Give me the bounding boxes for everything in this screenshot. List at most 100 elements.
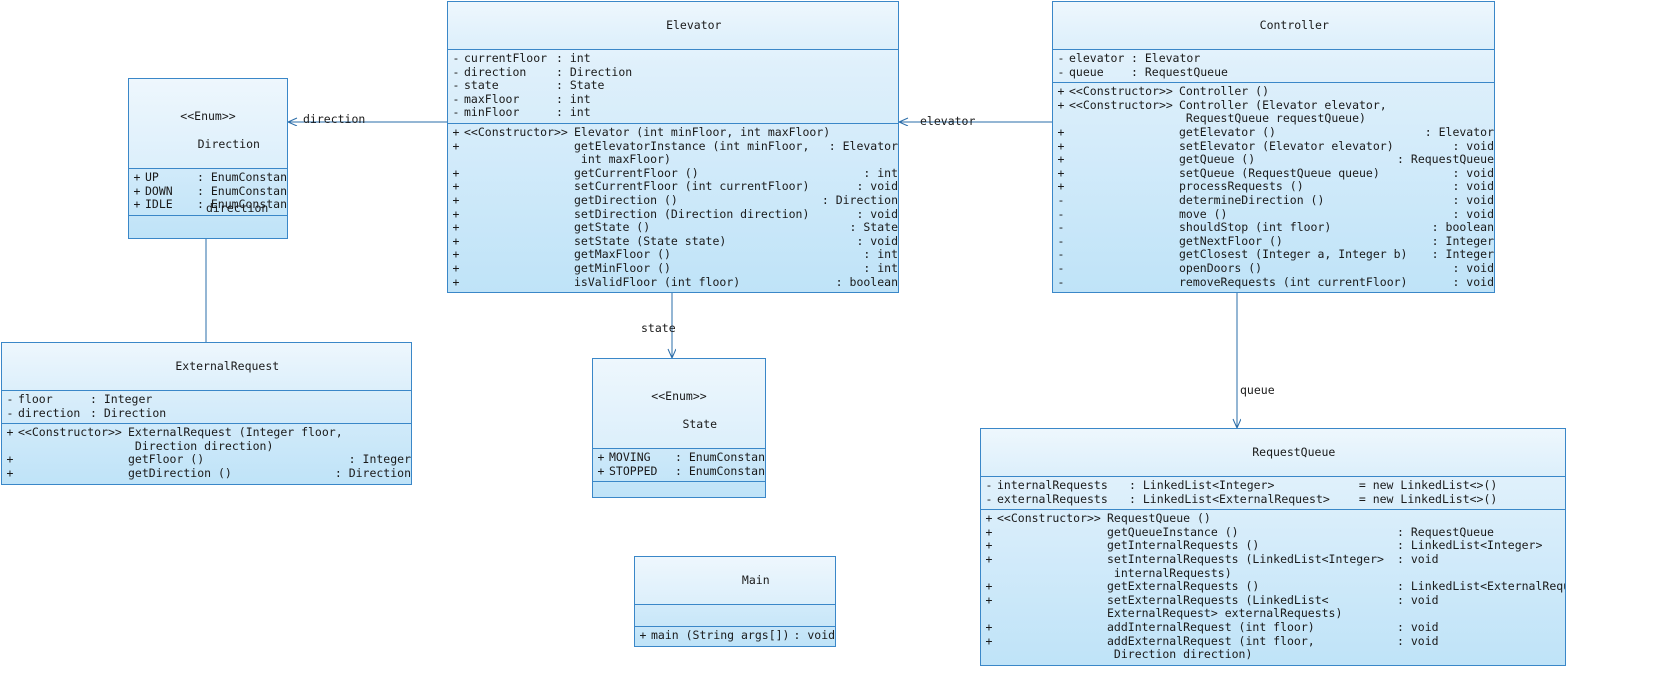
operation-row: + setDirection (Direction direction) : v… [448, 206, 898, 222]
class-title-state: <<Enum>> State [593, 359, 765, 449]
visibility: - [1057, 64, 1065, 79]
visibility: - [1057, 51, 1065, 65]
attribute-type: Direction [569, 64, 633, 79]
attribute-type: RequestQueue [1144, 64, 1228, 79]
visibility: + [985, 633, 993, 648]
operations-state [593, 482, 765, 497]
operation-row: + getCurrentFloor () : int [448, 166, 898, 181]
operation-return: : State [849, 220, 898, 235]
operation-return: : Integer [348, 452, 411, 467]
operation-row: + getDirection () : Direction [2, 466, 411, 481]
operation-row: + getState () : State [448, 220, 898, 235]
operation-signature: setInternalRequests (LinkedList<Integer>… [1107, 551, 1384, 580]
operation-signature: getDirection () [574, 192, 678, 207]
operation-signature: removeRequests (int currentFloor) [1179, 274, 1408, 289]
attribute-type: Integer [103, 392, 153, 406]
operation-return: : void [1452, 138, 1494, 153]
visibility: + [452, 192, 460, 207]
class-title-main: Main [635, 557, 835, 605]
operation-return: : LinkedList<ExternalRequest> [1397, 579, 1565, 594]
operation-signature: setQueue (RequestQueue queue) [1179, 165, 1380, 180]
edge-label-externalrequest-direction: direction [206, 201, 269, 215]
attribute-row: - minFloor : int [448, 106, 898, 120]
class-name-externalrequest: ExternalRequest [175, 359, 280, 373]
visibility: - [985, 478, 993, 492]
visibility: - [452, 105, 460, 120]
attribute-name: floor [18, 392, 53, 406]
visibility: + [452, 138, 460, 153]
class-box-externalrequest[interactable]: ExternalRequest - floor : Integer - dire… [1, 342, 412, 485]
operation-row: + <<Constructor>> Controller () [1053, 85, 1494, 99]
attribute-name: internalRequests [997, 478, 1108, 492]
class-stereotype-direction: <<Enum>> [180, 109, 236, 123]
operation-return: : void [856, 206, 898, 221]
operation-return: : void [1452, 206, 1494, 221]
visibility: + [452, 233, 460, 248]
class-box-direction[interactable]: <<Enum>> Direction + UP : EnumConstant +… [128, 78, 288, 239]
attribute-name: UP [145, 170, 159, 184]
operation-return: : void [1397, 619, 1439, 634]
operation-signature: getQueue () [1179, 152, 1256, 167]
visibility: + [985, 538, 993, 553]
visibility: + [639, 628, 647, 642]
operation-row: - getClosest (Integer a, Integer b) : In… [1053, 248, 1494, 262]
operation-row: + getMaxFloor () : int [448, 248, 898, 262]
attribute-row: - internalRequests : LinkedList<Integer>… [981, 478, 1565, 493]
attribute-type: State [569, 78, 605, 93]
attributes-state: + MOVING : EnumConstant + STOPPED : Enum… [593, 449, 765, 483]
visibility: - [452, 51, 460, 65]
operation-signature: RequestQueue () [1107, 511, 1211, 526]
operation-row: + getMinFloor () : int [448, 261, 898, 276]
attribute-type: Elevator [1144, 51, 1201, 65]
class-title-externalrequest: ExternalRequest [2, 343, 411, 391]
operation-return: : RequestQueue [1397, 524, 1494, 539]
operation-signature: getMaxFloor () [574, 247, 671, 262]
class-title-controller: Controller [1053, 2, 1494, 50]
attribute-type: int [569, 105, 591, 120]
visibility: + [1057, 165, 1065, 180]
operation-signature: getExternalRequests () [1107, 579, 1260, 594]
operation-row: - determineDirection () : void [1053, 193, 1494, 208]
attribute-name: state [464, 78, 499, 93]
operation-stereotype: <<Constructor>> [18, 425, 122, 440]
attribute-name: DOWN [145, 183, 173, 198]
operation-return: : LinkedList<Integer> [1397, 538, 1543, 553]
attribute-default: = new LinkedList<>() [1358, 491, 1498, 506]
visibility: + [452, 220, 460, 235]
class-box-elevator[interactable]: Elevator - currentFloor : int - directio… [447, 1, 899, 294]
operation-row: + getInternalRequests () : LinkedList<In… [981, 539, 1565, 553]
attribute-row: - direction : Direction [448, 64, 898, 80]
operation-row: - move () : void [1053, 206, 1494, 222]
class-name-controller: Controller [1259, 18, 1329, 32]
visibility: + [6, 452, 14, 467]
class-box-main[interactable]: Main + main (String args[]) : void [634, 556, 836, 647]
operation-return: : boolean [1431, 220, 1494, 235]
operation-row: + getFloor () : Integer [2, 453, 411, 467]
operation-return: : void [1397, 592, 1439, 607]
attribute-name: direction [18, 405, 81, 420]
operation-row: + setExternalRequests (LinkedList< Exter… [981, 592, 1565, 621]
class-box-state[interactable]: <<Enum>> State + MOVING : EnumConstant +… [592, 358, 766, 499]
operation-signature: move () [1179, 206, 1228, 221]
visibility: - [1057, 233, 1065, 248]
operation-signature: setDirection (Direction direction) [574, 206, 810, 221]
operation-return: : Elevator [828, 138, 898, 153]
attribute-row: + UP : EnumConstant [129, 170, 287, 185]
operation-return: : Direction [821, 192, 898, 207]
operations-main: + main (String args[]) : void [635, 627, 835, 646]
attributes-requestqueue: - internalRequests : LinkedList<Integer>… [981, 477, 1565, 511]
operation-signature: getQueueInstance () [1107, 524, 1239, 539]
class-box-controller[interactable]: Controller - elevator : Elevator - queue… [1052, 1, 1495, 294]
operation-signature: setElevator (Elevator elevator) [1179, 138, 1394, 153]
operation-return: : void [856, 233, 898, 248]
attribute-row: + MOVING : EnumConstant [593, 450, 765, 465]
attribute-name: direction [464, 64, 527, 79]
class-box-requestqueue[interactable]: RequestQueue - internalRequests : Linked… [980, 428, 1566, 666]
operation-row: + <<Constructor>> Controller (Elevator e… [1053, 98, 1494, 126]
operation-row: + setState (State state) : void [448, 233, 898, 249]
operations-elevator: + <<Constructor>> Elevator (int minFloor… [448, 124, 898, 292]
operation-row: - shouldStop (int floor) : boolean [1053, 220, 1494, 235]
operation-row: - openDoors () : void [1053, 261, 1494, 276]
attribute-row: - state : State [448, 79, 898, 93]
separator: : [675, 463, 689, 478]
